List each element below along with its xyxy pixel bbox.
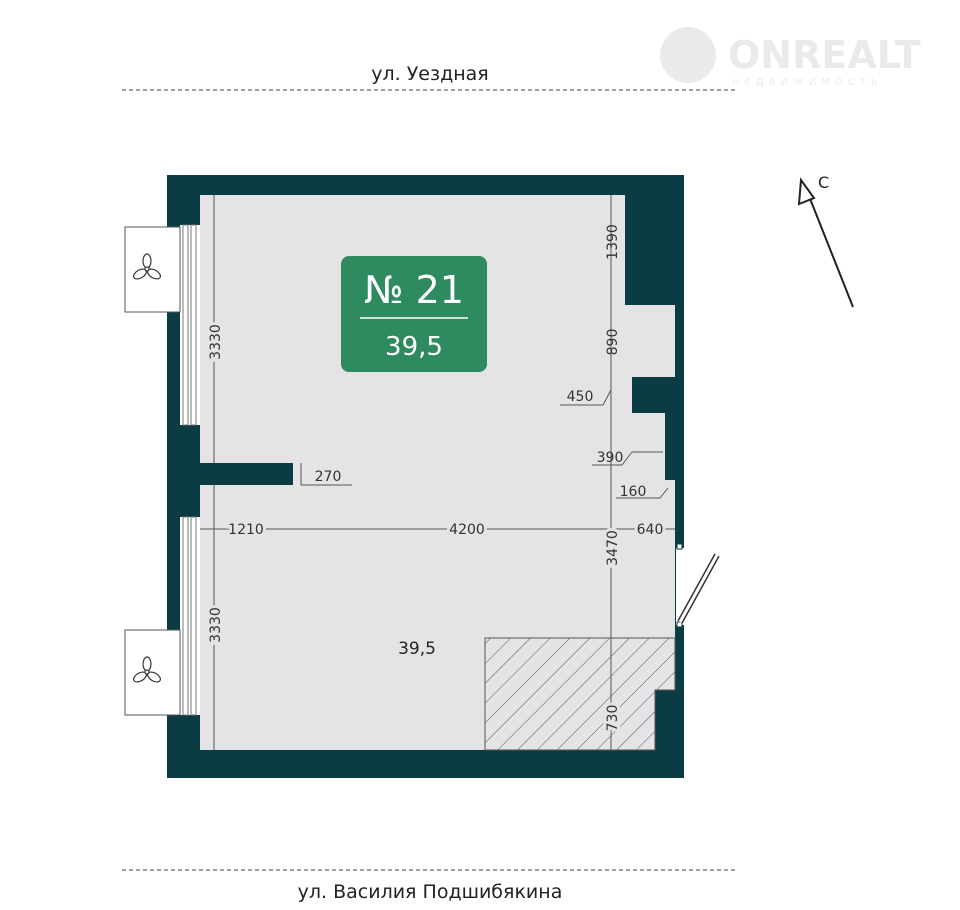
dim-1210: 1210 bbox=[228, 522, 264, 538]
dim-730: 730 bbox=[605, 705, 621, 732]
dim-3470: 3470 bbox=[605, 530, 621, 566]
logo-watermark: ONREALT НЕДВИЖИМОСТЬ bbox=[660, 27, 921, 88]
svg-text:НЕДВИЖИМОСТЬ: НЕДВИЖИМОСТЬ bbox=[732, 77, 883, 88]
dim-450: 450 bbox=[567, 389, 594, 405]
fan-icon bbox=[133, 656, 161, 683]
window-bottom bbox=[180, 516, 200, 716]
apartment-area: 39,5 bbox=[385, 332, 443, 362]
street-top-label: ул. Уездная bbox=[371, 63, 488, 85]
compass: С bbox=[797, 173, 854, 308]
apartment-number: № 21 bbox=[364, 268, 464, 312]
dim-390: 390 bbox=[597, 450, 624, 466]
ac-unit-bottom bbox=[124, 629, 181, 716]
dim-640: 640 bbox=[637, 522, 664, 538]
svg-text:ONREALT: ONREALT bbox=[728, 33, 921, 77]
apartment-badge: № 21 39,5 bbox=[341, 256, 487, 372]
dim-3330-bottom: 3330 bbox=[208, 607, 224, 643]
fan-icon bbox=[133, 253, 161, 280]
partition-wall bbox=[200, 463, 293, 485]
dim-270: 270 bbox=[315, 469, 342, 485]
dim-3330-top: 3330 bbox=[208, 324, 224, 360]
entrance-door[interactable] bbox=[677, 553, 720, 624]
dim-1390: 1390 bbox=[605, 224, 621, 260]
hatched-zone bbox=[484, 637, 676, 751]
door-opening bbox=[676, 548, 688, 625]
ac-unit-top bbox=[124, 226, 181, 313]
dim-160: 160 bbox=[620, 484, 647, 500]
dim-890: 890 bbox=[605, 329, 621, 356]
window-top bbox=[180, 224, 200, 426]
street-bottom-label: ул. Василия Подшибякина bbox=[298, 881, 563, 903]
room-area: 39,5 bbox=[398, 639, 436, 659]
floor bbox=[200, 195, 675, 750]
svg-text:С: С bbox=[818, 173, 829, 192]
dimension-lines bbox=[200, 195, 675, 750]
dim-4200: 4200 bbox=[449, 522, 485, 538]
